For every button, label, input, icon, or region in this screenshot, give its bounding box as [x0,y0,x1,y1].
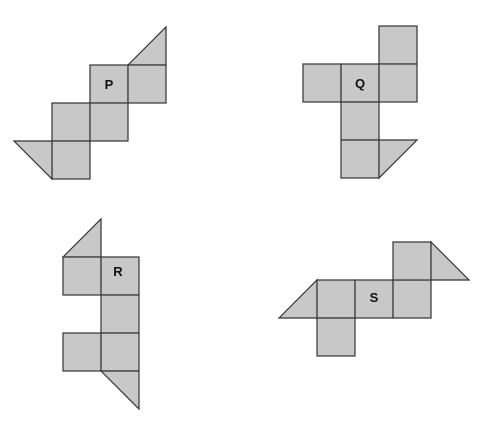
net-r-label: R [113,264,123,279]
net-r: R [61,217,140,411]
net-q-triangle [378,139,419,180]
net-q-square-label [340,63,380,103]
net-p-square-bottom [51,140,91,180]
net-r-square-2 [100,294,140,334]
net-s-square-1 [316,279,356,319]
net-p-square-mid-left [51,102,91,142]
net-p-label: P [105,77,114,92]
net-q-square-bottom [340,139,380,179]
net-r-square-3-left [62,332,102,372]
net-s: S [277,240,471,357]
net-r-triangle-top [61,217,102,258]
net-s-square-3 [392,279,432,319]
net-q: Q [302,25,419,180]
net-s-square-bottom [316,317,356,357]
net-q-square-top [378,25,418,65]
net-s-label: S [370,290,379,305]
net-p: P [12,25,167,181]
net-s-square-top [392,241,432,281]
net-p-triangle-top [126,25,167,66]
net-r-triangle-bottom [99,370,140,411]
net-q-square-mid [340,101,380,141]
net-q-square-left [302,63,342,103]
net-s-triangle-left [277,278,318,319]
net-r-square-left [62,256,102,296]
net-r-square-3 [100,332,140,372]
net-q-square-right [378,63,418,103]
net-s-triangle-right [430,240,471,281]
net-q-label: Q [355,76,365,91]
net-p-square-mid-right [89,102,129,142]
net-p-triangle-bottom [12,140,53,181]
net-p-square-label [89,64,129,104]
net-p-square-right [127,64,167,104]
